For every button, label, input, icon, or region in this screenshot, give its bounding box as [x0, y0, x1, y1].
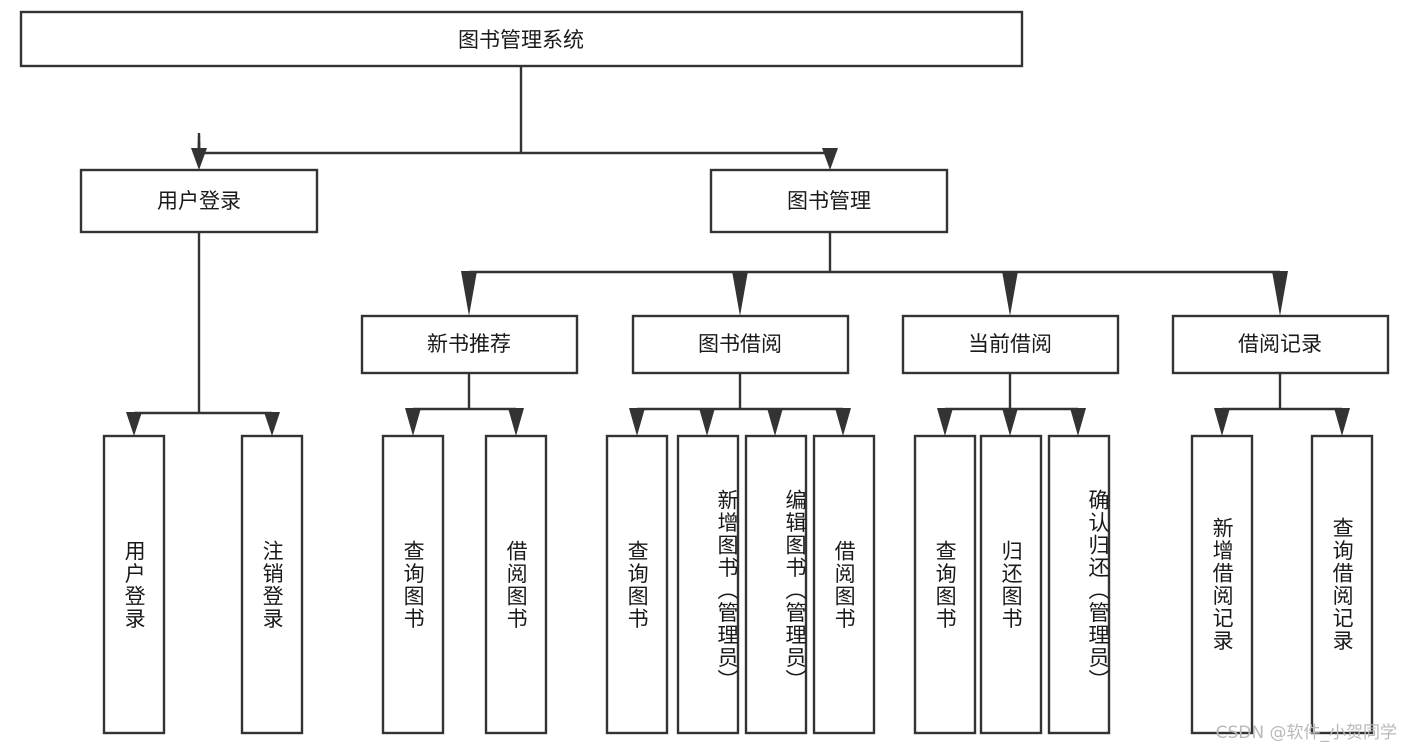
arrowhead-book-borrow [732, 271, 748, 316]
node-user-login-box[interactable] [79, 168, 319, 234]
leaf-box-book-borrow-3[interactable] [812, 434, 876, 735]
node-book-borrow[interactable]: 图书借阅 [631, 314, 850, 375]
leaf-box-borrow-record-1[interactable] [1310, 434, 1374, 735]
leaf-box-current-borrow-2[interactable] [1047, 434, 1111, 735]
watermark-label: CSDN @软件_小贺同学 [1215, 723, 1397, 743]
arrowhead-current-borrow-leaf-3 [1070, 408, 1086, 436]
node-root[interactable]: 图书管理系统 [19, 10, 1024, 68]
node-root-label: 图书管理系统 [458, 28, 584, 52]
leaf-box-borrow-record-0[interactable] [1190, 434, 1254, 735]
leaf-box-book-borrow-2[interactable] [744, 434, 808, 735]
node-book-manage-label: 图书管理 [787, 189, 871, 213]
node-root-box[interactable] [19, 10, 1024, 68]
arrowhead-new-book-leaf-1 [405, 408, 421, 436]
leaf-box-book-borrow-0[interactable] [605, 434, 669, 735]
arrowhead-book-borrow-leaf-4 [835, 408, 851, 436]
arrowhead-book-manage [822, 148, 838, 170]
arrowhead-borrow-record-leaf-2 [1334, 408, 1350, 436]
node-book-borrow-label: 图书借阅 [698, 332, 782, 356]
leaf-box-book-borrow-1[interactable] [676, 434, 740, 735]
arrowhead-leaf-logout [264, 412, 280, 436]
leaf-box-user-login-1[interactable] [240, 434, 304, 735]
node-book-borrow-box[interactable] [631, 314, 850, 375]
node-book-manage-box[interactable] [709, 168, 949, 234]
node-current-borrow-label: 当前借阅 [968, 332, 1052, 356]
arrowhead-book-borrow-leaf-3 [767, 408, 783, 436]
arrowhead-borrow-record-leaf-1 [1214, 408, 1230, 436]
node-current-borrow[interactable]: 当前借阅 [901, 314, 1120, 375]
arrowhead-borrow-record [1272, 271, 1288, 316]
node-new-book-recommend-label: 新书推荐 [427, 332, 511, 356]
node-user-login-label: 用户登录 [157, 189, 241, 213]
arrowhead-book-borrow-leaf-1 [629, 408, 645, 436]
leaf-box-current-borrow-0[interactable] [913, 434, 977, 735]
leaf-box-user-login-0[interactable] [102, 434, 166, 735]
node-borrow-record-label: 借阅记录 [1238, 332, 1322, 356]
arrowhead-current-borrow-leaf-1 [937, 408, 953, 436]
node-current-borrow-box[interactable] [901, 314, 1120, 375]
node-new-book-recommend[interactable]: 新书推荐 [360, 314, 579, 375]
node-borrow-record-box[interactable] [1171, 314, 1390, 375]
connector-group [126, 66, 1350, 436]
arrowhead-book-borrow-leaf-2 [699, 408, 715, 436]
arrowhead-current-borrow-leaf-2 [1002, 408, 1018, 436]
node-user-login[interactable]: 用户登录 [79, 168, 319, 234]
node-new-book-recommend-box[interactable] [360, 314, 579, 375]
arrowhead-user-login [191, 148, 207, 170]
arrowhead-new-book [461, 271, 477, 316]
leaf-box-new-book-0[interactable] [381, 434, 445, 735]
leaf-box-new-book-1[interactable] [484, 434, 548, 735]
leaf-box-current-borrow-1[interactable] [979, 434, 1043, 735]
node-borrow-record[interactable]: 借阅记录 [1171, 314, 1390, 375]
arrowhead-leaf-user-login [126, 412, 142, 436]
arrowhead-current-borrow [1002, 271, 1018, 316]
arrowhead-new-book-leaf-2 [508, 408, 524, 436]
node-book-manage[interactable]: 图书管理 [709, 168, 949, 234]
